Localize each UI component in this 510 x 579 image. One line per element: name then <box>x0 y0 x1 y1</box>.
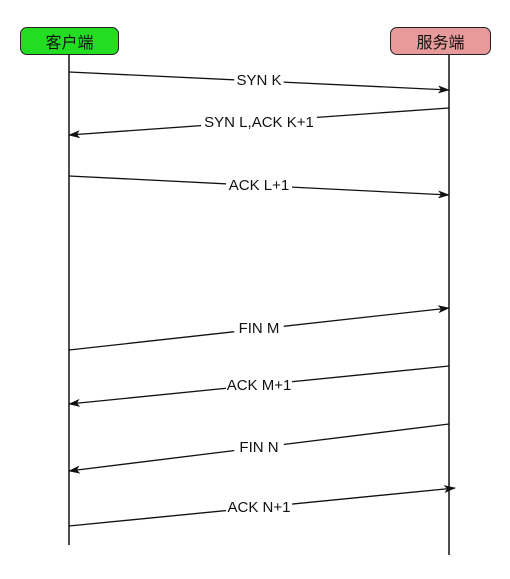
message-label-background <box>225 497 293 517</box>
message-label-background <box>225 375 293 395</box>
message-label: ACK N+1 <box>228 499 291 516</box>
message-label-background <box>234 318 284 338</box>
client-actor-label: 客户端 <box>45 33 94 52</box>
server-actor-label: 服务端 <box>416 33 465 52</box>
message-label-background <box>225 175 293 195</box>
client-actor-box: 客户端 <box>20 27 119 55</box>
message-label: ACK L+1 <box>229 177 289 194</box>
server-actor-box: 服务端 <box>390 27 491 55</box>
message-label: FIN N <box>239 439 278 456</box>
message-label: SYN K <box>236 72 281 89</box>
message-label-background <box>234 70 284 90</box>
message-label: FIN M <box>239 320 280 337</box>
message-label: ACK M+1 <box>227 377 292 394</box>
message-label-background <box>201 112 317 132</box>
message-label-background <box>234 437 284 457</box>
message-label: SYN L,ACK K+1 <box>204 114 314 131</box>
